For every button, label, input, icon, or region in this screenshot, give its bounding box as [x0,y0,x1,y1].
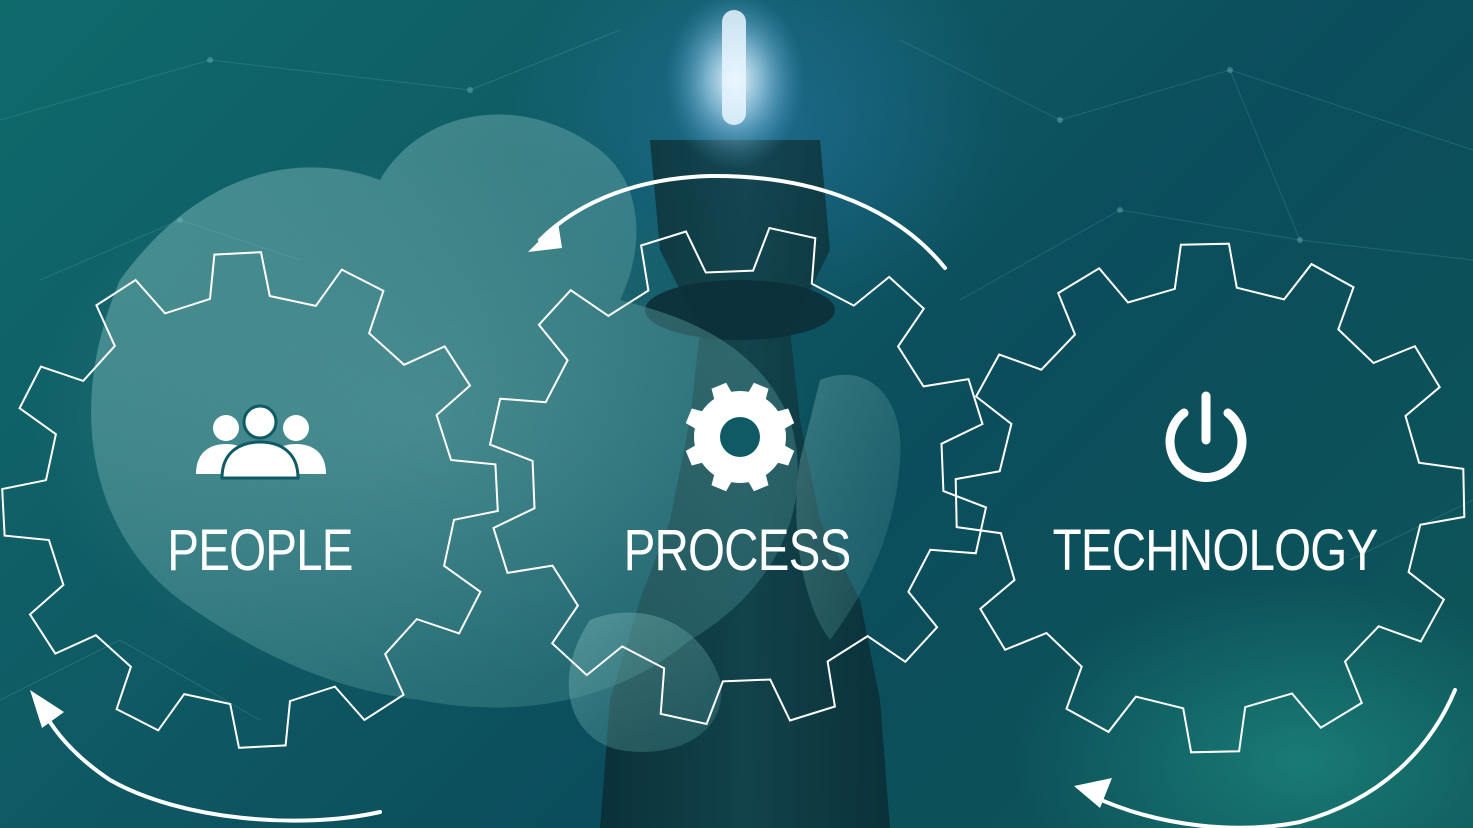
people-label: PEOPLE [167,518,353,583]
arrowhead-bottom-left [30,690,64,728]
gear-outline-process [488,226,988,726]
people-icon [196,404,326,480]
arrow-heads [30,222,1112,808]
arrow-arc-bottom-left [38,703,382,823]
arrow-arc-top [538,173,947,270]
process-label: PROCESS [623,518,852,583]
technology-label: TECHNOLOGY [1052,518,1379,583]
arrowhead-top [528,222,562,252]
arrow-arc-bottom-right [1088,688,1457,828]
power-icon [1165,391,1247,482]
hand-silhouette [91,114,901,752]
arrowhead-bottom-right [1074,778,1112,808]
cycle-arrows [38,173,1457,828]
gear-icon [685,382,795,492]
gear-outline-people [1,251,499,749]
light-glow [665,0,805,170]
network-lines [0,29,1473,721]
gear-outline-technology [954,242,1466,754]
